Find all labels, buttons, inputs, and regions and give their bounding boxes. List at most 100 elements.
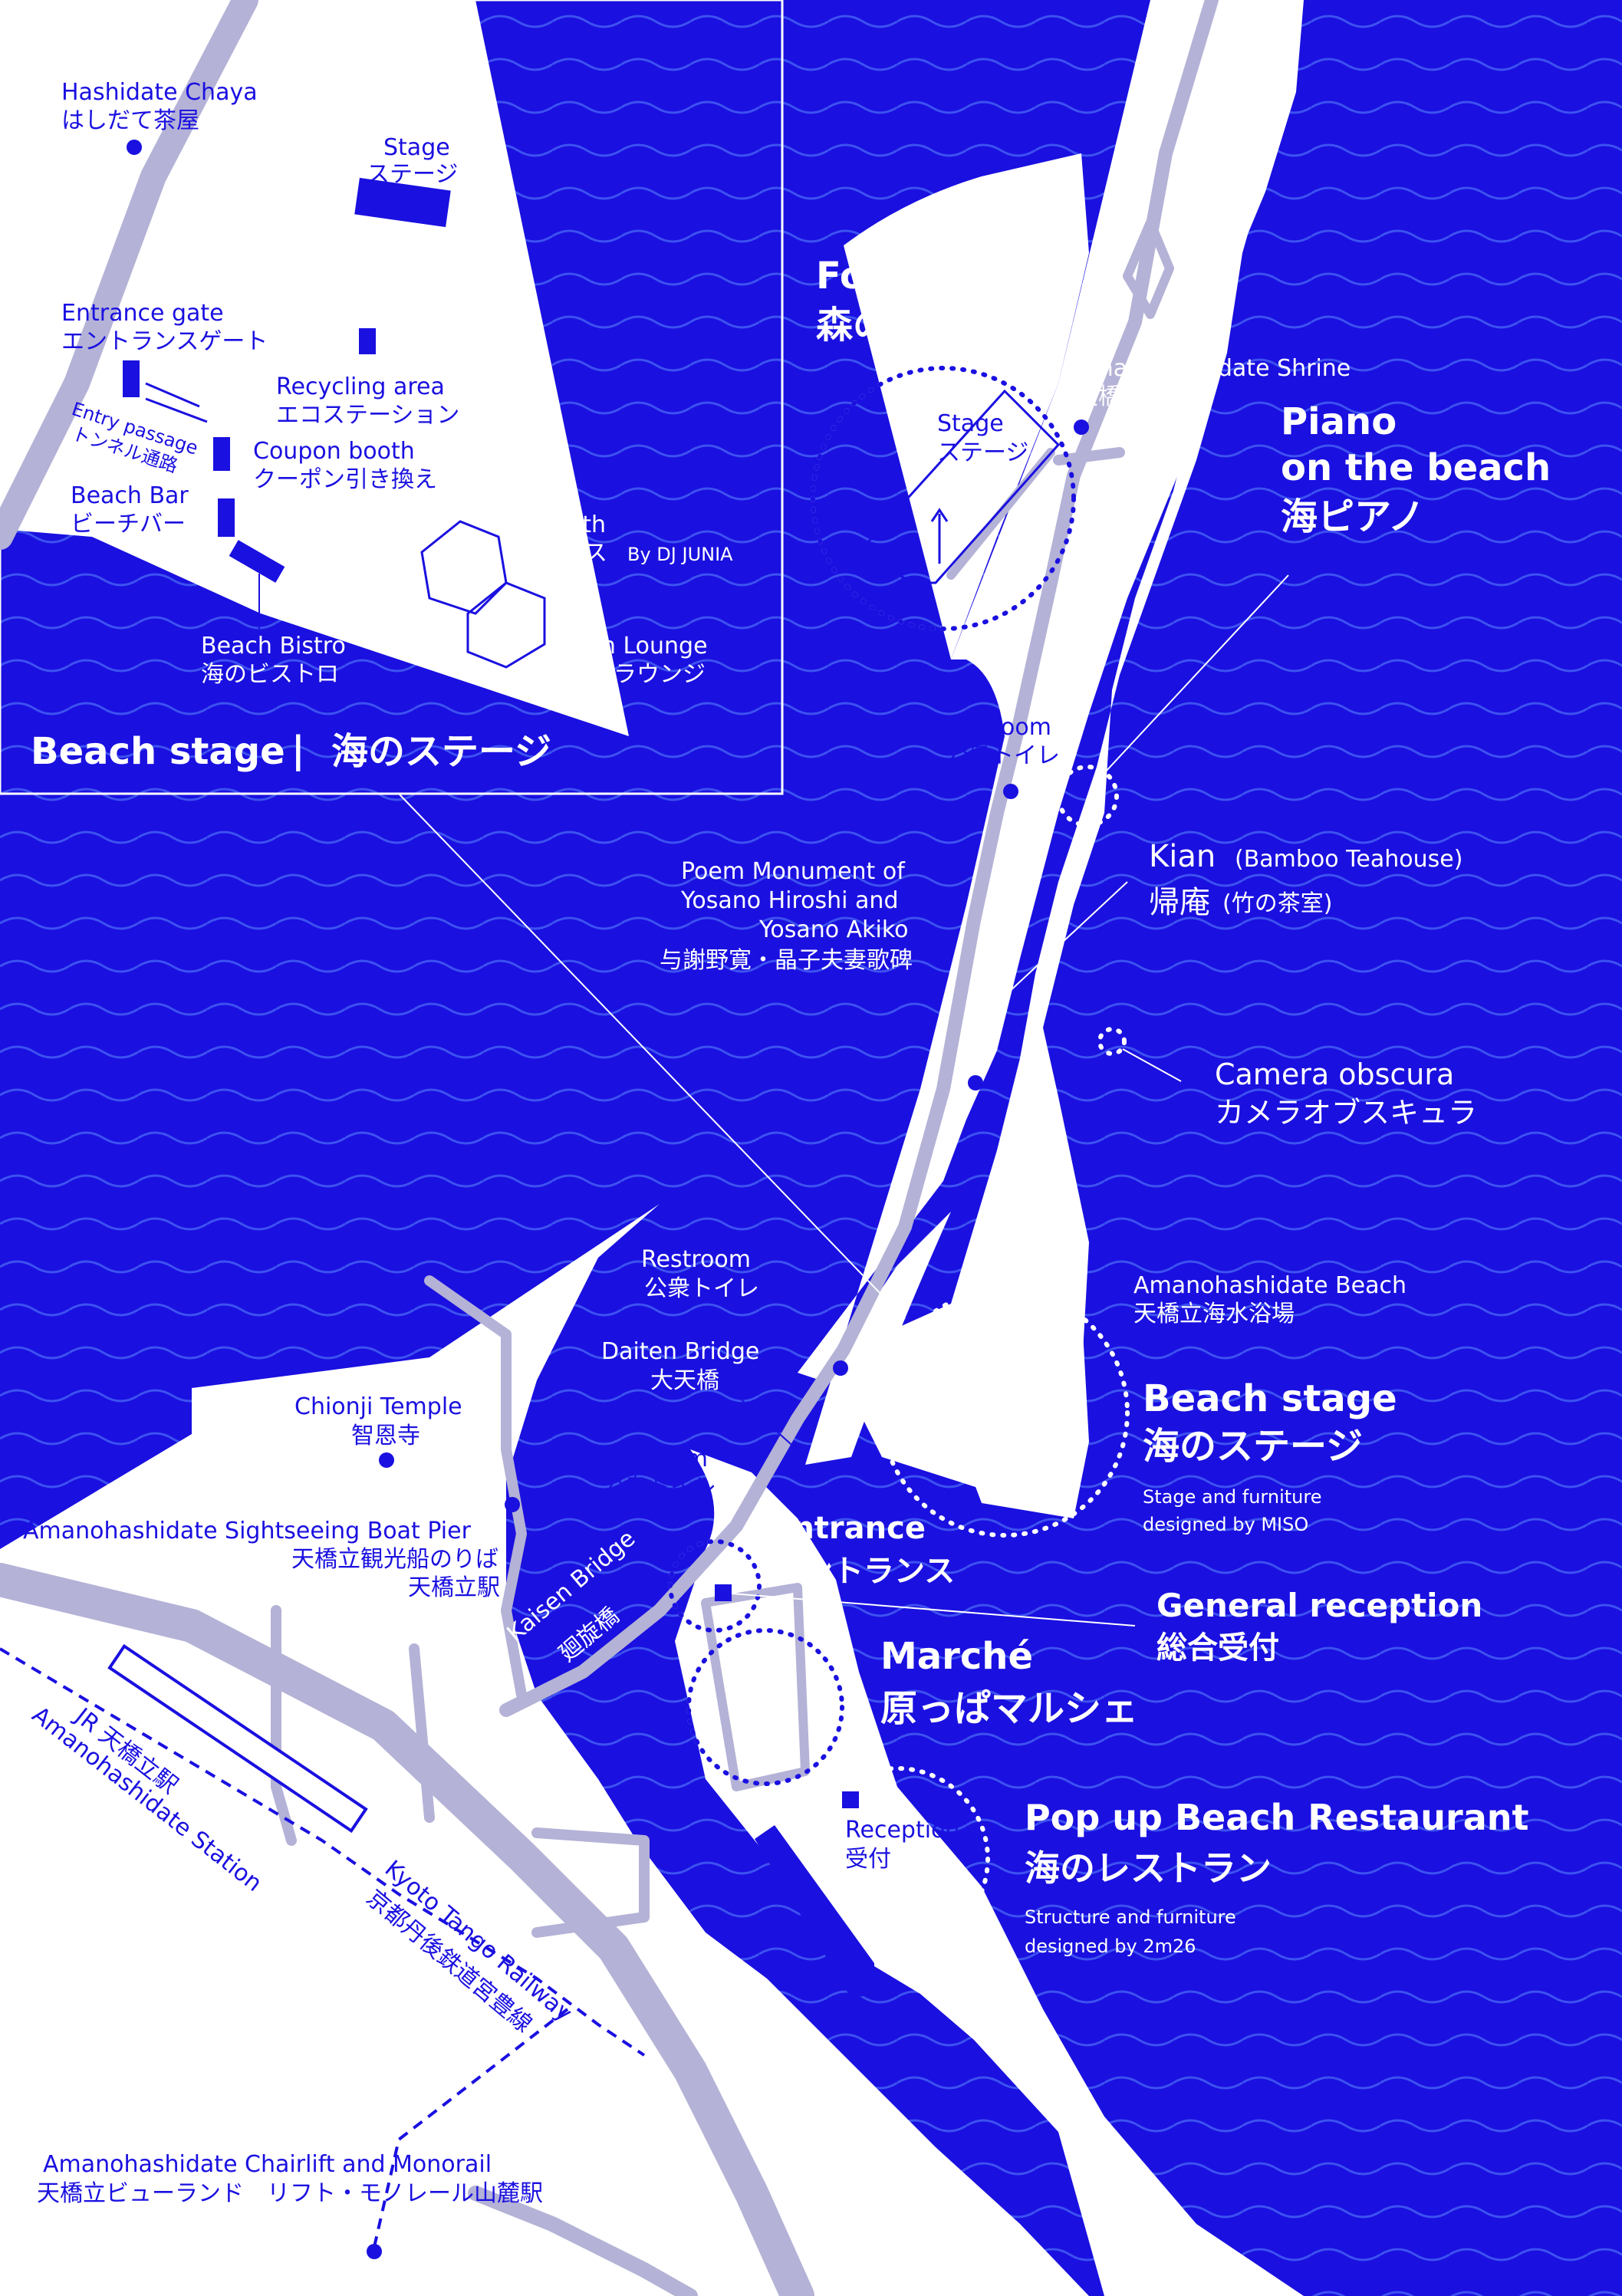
southwest-land	[0, 1204, 1089, 2296]
hashidate-chaya-label: Hashidate Chaya	[61, 79, 258, 106]
popup-zone	[804, 1766, 990, 1952]
forest-stage-title-ja: 森のステージ	[816, 304, 1036, 347]
pier-marker	[505, 1497, 520, 1512]
sandbar-road	[499, 0, 1219, 1717]
beach-stage-note-2: designed by MISO	[1143, 1514, 1308, 1535]
coupon-block	[213, 437, 230, 471]
popup-title: Pop up Beach Restaurant	[1025, 1797, 1529, 1838]
kian-label: Kian	[1149, 839, 1216, 874]
entrance-gate-label-ja: エントランスゲート	[61, 328, 268, 355]
beach-bar-label: Beach Bar	[71, 482, 189, 509]
popup-title-ja: 海のレストラン	[1025, 1847, 1272, 1889]
dj-by-label: By DJ JUNIA	[627, 544, 733, 565]
kian-paren: (Bamboo Teahouse)	[1235, 846, 1462, 873]
pier-label-ja-2: 天橋立駅	[408, 1574, 500, 1601]
reception-title: General reception	[1156, 1587, 1482, 1624]
piano-title-ja: 海ピアノ	[1281, 495, 1425, 538]
chairlift-marker	[367, 2244, 382, 2259]
station-building	[107, 1643, 368, 1834]
forest-stage-zone-inner	[811, 366, 1076, 631]
entrance-zone-inner	[668, 1539, 762, 1633]
markers	[367, 419, 1089, 2259]
chairlift-label: Amanohashidate Chairlift and Monorail	[43, 2151, 492, 2178]
shrine-marker	[1074, 419, 1089, 435]
restroom3-label: Restroom	[598, 1446, 708, 1472]
forest-stage-stage-label: Stage	[937, 410, 1004, 437]
bistro-block	[229, 540, 285, 583]
kian-zone	[973, 996, 1002, 1025]
dj-booth-label: DJ booth	[508, 512, 606, 538]
pier-label: Amanohashidate Sightseeing Boat Pier	[23, 1518, 472, 1544]
roads	[0, 0, 1219, 2296]
poem-label-3: Yosano Akiko	[758, 916, 909, 943]
pier-label-ja-1: 天橋立観光船のりば	[291, 1546, 498, 1573]
entrance-gate-block	[123, 360, 140, 397]
inset-objects	[123, 140, 546, 669]
forest-stage-outline	[857, 389, 1061, 584]
inset-frame	[0, 0, 784, 795]
poem-label-2: Yosano Hiroshi and	[680, 887, 899, 914]
beach-stage-land	[798, 1227, 1089, 1518]
inset-stage-label-ja: ステージ	[367, 161, 458, 188]
inset-title: Beach stage	[31, 730, 285, 773]
popup-reception-marker	[842, 1791, 859, 1808]
camera-leader	[1122, 1048, 1182, 1082]
camera-label: Camera obscura	[1215, 1058, 1454, 1091]
side-road-3	[409, 1643, 435, 1823]
beach-stage-note-1: Stage and furniture	[1143, 1486, 1321, 1508]
side-road-5	[468, 2186, 698, 2296]
kian-label-ja: 帰庵	[1149, 885, 1210, 920]
recycling-block	[359, 328, 376, 354]
reception-title-ja: 総合受付	[1156, 1630, 1279, 1666]
piano-zone	[1056, 765, 1119, 827]
restroom3-marker	[693, 1503, 709, 1518]
reception-leader	[731, 1593, 1136, 1627]
beach-label-ja: 天橋立海水浴場	[1133, 1301, 1295, 1327]
inset-title-ja: 海のステージ	[331, 730, 551, 773]
restroom1-label: Restroom	[942, 714, 1051, 741]
lounge-label-ja: ビーチラウンジ	[545, 661, 706, 688]
kian-paren-ja: (竹の茶室)	[1222, 890, 1332, 917]
marche-land	[675, 1449, 1304, 2296]
zones-on-land	[668, 366, 1076, 1786]
restroom2-label-ja: 公衆トイレ	[644, 1275, 759, 1302]
railway	[0, 1643, 646, 2248]
marche-title-ja: 原っぱマルシェ	[880, 1687, 1138, 1730]
popup-reception-label-ja: 受付	[845, 1846, 891, 1873]
forest-stage-stage-label-ja: ステージ	[937, 439, 1028, 466]
sandbar-diamond	[1123, 218, 1174, 319]
piano-title-2: on the beach	[1281, 446, 1551, 489]
camera-zone	[1097, 1027, 1127, 1056]
shrine-spur	[1053, 447, 1125, 465]
piano-leader	[1104, 574, 1289, 774]
entry-arrows	[145, 382, 208, 423]
recycling-label-ja: エコステーション	[276, 402, 459, 429]
entrance-gate-label: Entrance gate	[61, 300, 224, 327]
beach-stage-title-ja: 海のステージ	[1143, 1425, 1363, 1468]
chionji-marker	[379, 1452, 394, 1468]
popup-note-1: Structure and furniture	[1025, 1906, 1236, 1928]
restroom2-marker	[833, 1360, 848, 1376]
entrance-marker	[715, 1584, 732, 1601]
popup-note-2: designed by 2m26	[1025, 1936, 1196, 1957]
popup-restaurant-shape	[755, 1825, 874, 1998]
shrine-label-ja: 天橋立神社	[1075, 383, 1190, 410]
poem-marker	[968, 1075, 983, 1090]
restroom1-label-ja: 公衆トイレ	[945, 742, 1060, 769]
coupon-label: Coupon booth	[253, 438, 415, 465]
bistro-label-ja: 海のビストロ	[201, 661, 339, 688]
daiten-label: Daiten Bridge	[601, 1338, 759, 1365]
beach-stage-title: Beach stage	[1143, 1377, 1397, 1420]
chairlift-label-ja: 天橋立ビューランド リフト・モノレール山麓駅	[37, 2180, 543, 2207]
side-road-1	[424, 1275, 527, 1700]
restroom1-marker	[1003, 784, 1018, 799]
marche-title: Marché	[880, 1635, 1033, 1678]
daiten-label-ja: 大天橋	[650, 1367, 719, 1394]
entrance-title: Entrance	[772, 1511, 926, 1546]
chionji-label-ja: 智恩寺	[351, 1423, 420, 1449]
inset-leader	[398, 793, 906, 1320]
sandbar-north	[844, 153, 1089, 660]
marche-zone-inner	[686, 1628, 844, 1786]
recycling-label: Recycling area	[276, 373, 445, 400]
